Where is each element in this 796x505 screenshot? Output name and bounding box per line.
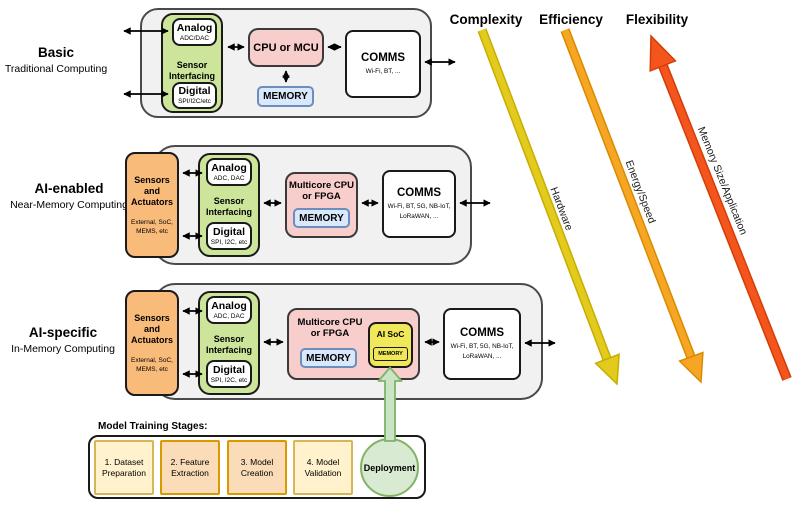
digital-subtitle: SPI, I2C, etc [210,238,248,246]
cpu-title-line1: Multicore CPU [297,317,363,328]
ai-soc-title: AI SoC [376,329,405,339]
basic-comms-box: COMMS Wi-Fi, BT, ... [345,30,421,98]
row-label-basic: Basic Traditional Computing [0,45,112,75]
row-title: Basic [37,45,75,60]
ai-enabled-memory-box: MEMORY [293,208,350,228]
sensor-interfacing-label: Sensor Interfacing [168,60,215,81]
ai-soc-memory-box: MEMORY [373,347,408,361]
comms-protocols: Wi-Fi, BT, ... [365,68,401,75]
ai-specific-memory-box: MEMORY [300,348,357,368]
memory-label: MEMORY [263,91,308,102]
analog-title: Analog [211,299,247,312]
memory-size-application-arrow-label: Memory Size/Application [695,125,749,237]
basic-analog-box: Analog ADC/DAC [172,18,217,46]
comms-title: COMMS [396,187,442,199]
comms-protocols-line1: Wi-Fi, BT, 5G, NB-IoT, [387,203,451,210]
flexibility-arrow: Memory Size/Application [649,34,792,381]
ai-enabled-analog-box: Analog ADC, DAC [206,158,252,186]
analog-subtitle: ADC, DAC [213,174,245,182]
digital-title: Digital [212,363,246,376]
flexibility-header: Flexibility [625,12,689,27]
memory-label: MEMORY [306,352,351,364]
row-subtitle: Traditional Computing [4,63,108,75]
cpu-title-line2: or FPGA [302,191,341,202]
sensor-interfacing-label: Sensor Interfacing [205,196,252,217]
cpu-title: Multicore CPU or FPGA [292,317,368,339]
row-label-ai-specific: AI-specific In-Memory Computing [0,325,126,355]
basic-digital-box: Digital SPI/I2C/etc [172,82,217,109]
energy-speed-arrow-label: Energy/Speed [623,159,658,226]
digital-title: Digital [178,85,211,97]
hardware-arrow-label: Hardware [547,186,575,233]
sensors-subtitle: External, SoC, MEMS, etc [131,218,173,235]
basic-cpu-box: CPU or MCU [248,28,324,67]
digital-subtitle: SPI/I2C/etc [178,98,211,105]
ai-specific-sensors-actuators-box: Sensors and Actuators External, SoC, MEM… [125,290,179,396]
memory-label: MEMORY [378,351,403,357]
row-label-ai-enabled: AI-enabled Near-Memory Computing [3,181,135,211]
model-training-stages-title: Model Training Stages: [98,421,208,432]
sensor-interfacing-label: Sensor Interfacing [205,334,252,355]
cpu-title: Multicore CPU or FPGA [287,180,356,202]
sensors-title: Sensors and Actuators [130,312,173,345]
stage-model-validation: 4. Model Validation [293,440,353,495]
sensors-subtitle: External, SoC, MEMS, etc [131,356,173,373]
memory-label: MEMORY [299,212,344,224]
efficiency-header: Efficiency [539,12,603,27]
comms-protocols-line2: LoRaWAN, ... [462,353,502,360]
efficiency-arrow: Energy/Speed [560,28,704,384]
ai-enabled-comms-box: COMMS Wi-Fi, BT, 5G, NB-IoT, LoRaWAN, ..… [382,170,456,238]
stage-feature-extraction: 2. Feature Extraction [160,440,220,495]
stage-dataset-preparation: 1. Dataset Preparation [94,440,154,495]
row-subtitle: In-Memory Computing [11,343,115,355]
complexity-header: Complexity [449,12,523,27]
row-subtitle: Near-Memory Computing [10,199,128,211]
analog-title: Analog [176,21,213,34]
comms-title: COMMS [459,327,505,339]
comms-protocols-line2: LoRaWAN, ... [399,213,439,220]
basic-memory-box: MEMORY [257,86,314,107]
ai-enabled-sensors-actuators-box: Sensors and Actuators External, SoC, MEM… [125,152,179,258]
comms-protocols-line1: Wi-Fi, BT, 5G, NB-IoT, [450,343,514,350]
deployment-circle: Deployment [360,438,419,497]
cpu-title-line2: or FPGA [310,328,350,339]
ai-soc-box: AI SoC [368,322,413,368]
comms-title: COMMS [360,52,406,64]
analog-subtitle: ADC, DAC [213,312,245,320]
sensors-title: Sensors and Actuators [130,174,173,207]
ai-enabled-digital-box: Digital SPI, I2C, etc [206,222,252,250]
row-title: AI-enabled [34,181,104,196]
digital-title: Digital [212,225,246,238]
digital-subtitle: SPI, I2C, etc [210,376,248,384]
analog-subtitle: ADC/DAC [179,34,210,42]
cpu-title-line1: Multicore CPU [289,180,354,191]
cpu-title: CPU or MCU [253,41,319,54]
stage-model-creation: 3. Model Creation [227,440,287,495]
ai-specific-comms-box: COMMS Wi-Fi, BT, 5G, NB-IoT, LoRaWAN, ..… [443,308,521,380]
ai-specific-analog-box: Analog ADC, DAC [206,296,252,324]
ai-specific-digital-box: Digital SPI, I2C, etc [206,360,252,388]
analog-title: Analog [211,161,247,174]
ai-enabled-cpu-box: Multicore CPU or FPGA [285,172,358,238]
row-title: AI-specific [28,325,98,340]
